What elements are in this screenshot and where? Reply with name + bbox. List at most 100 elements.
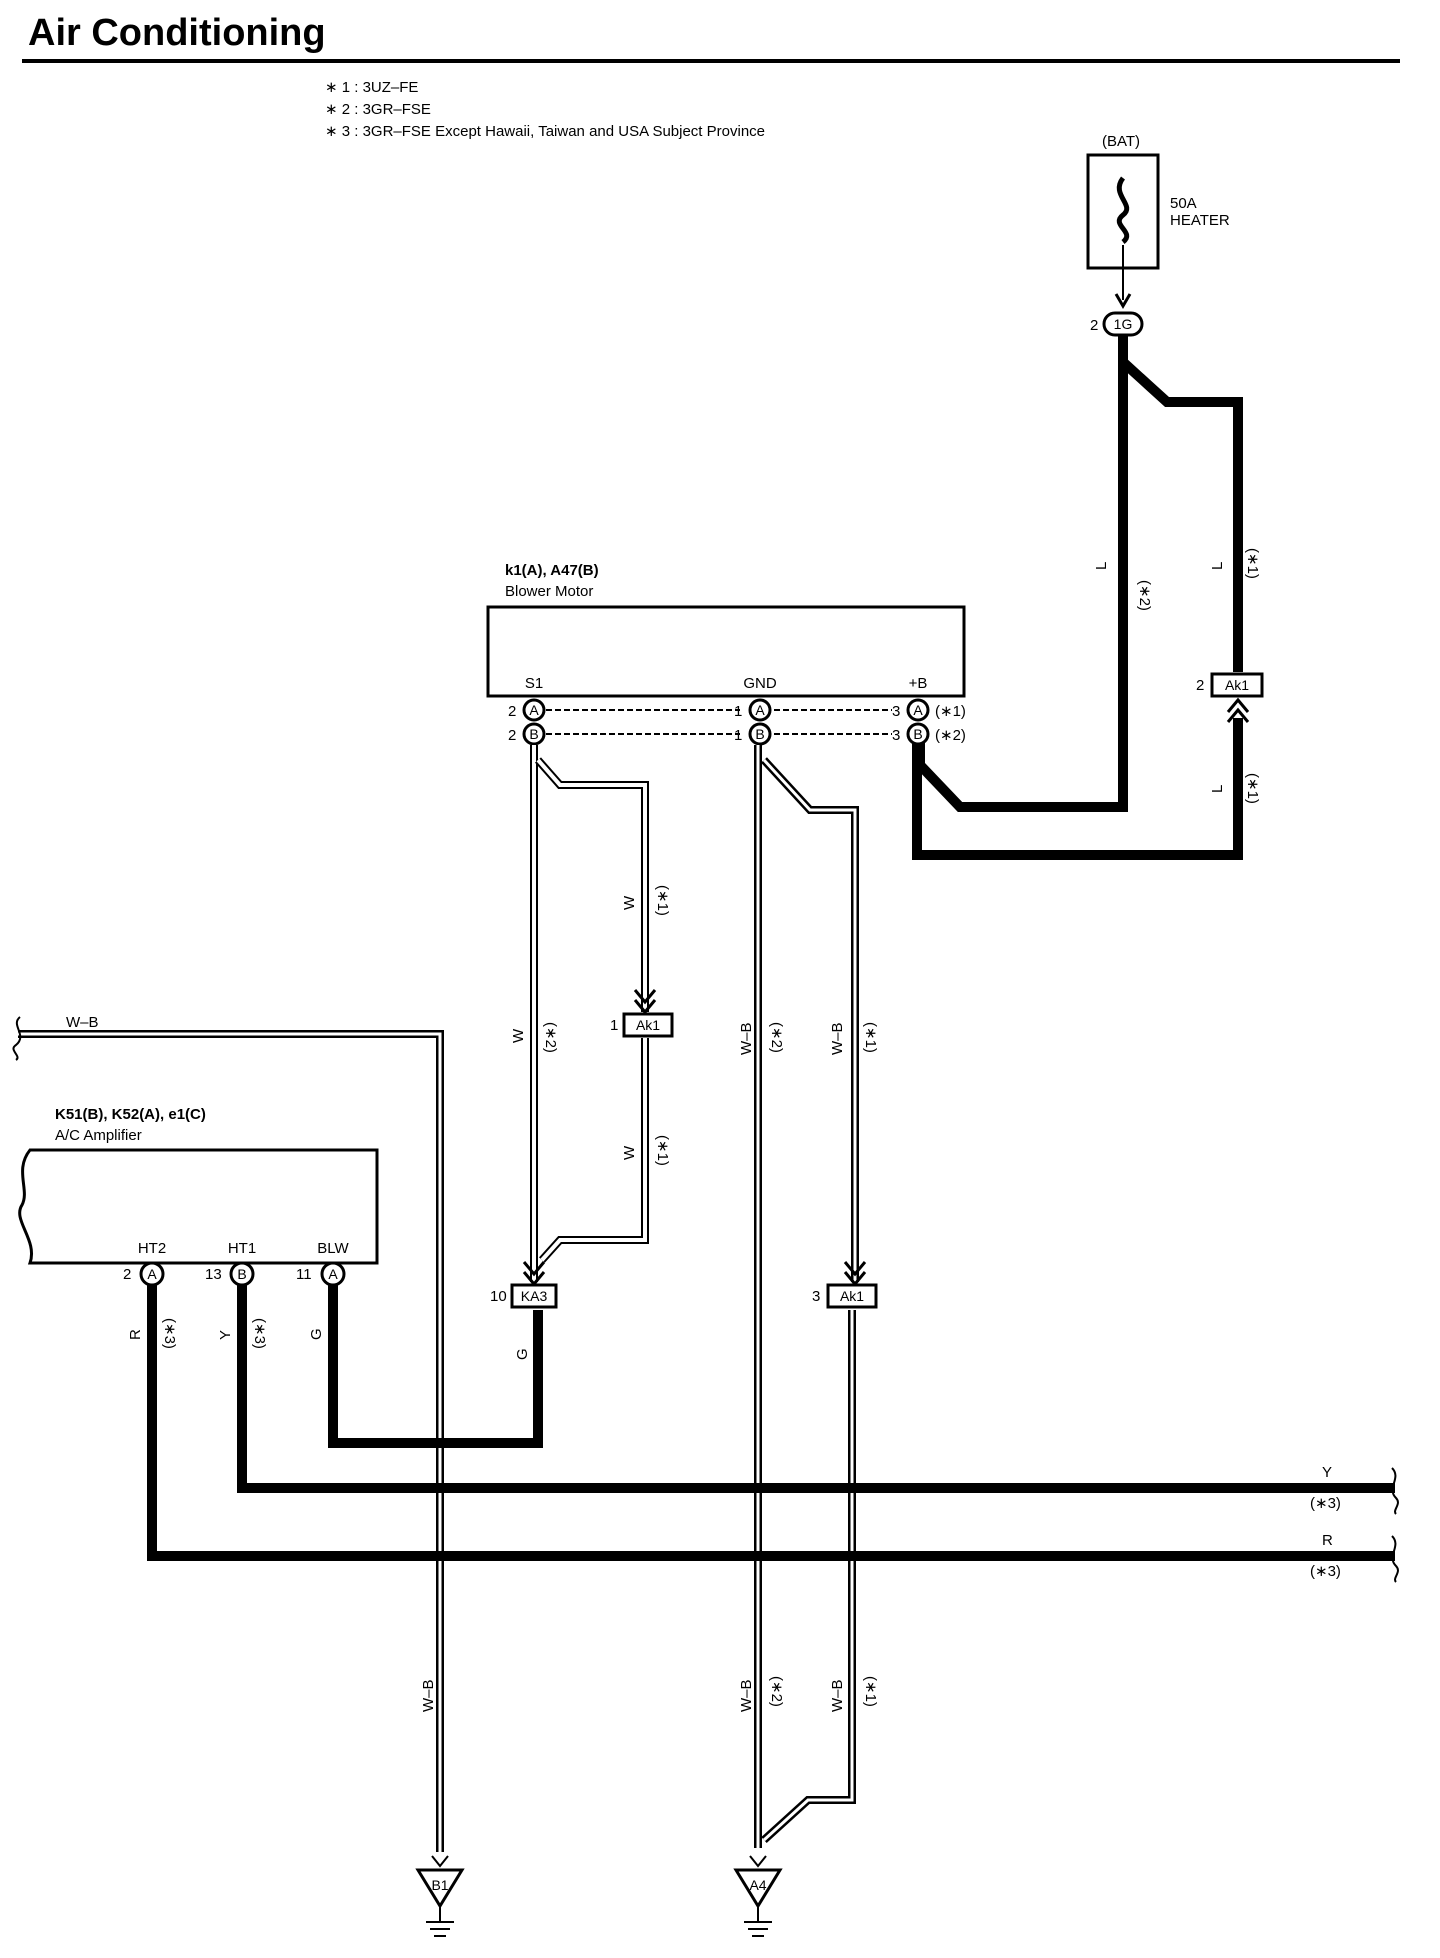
blower-conn-s1-a: A [522, 698, 546, 722]
blower-pin-gnd-a: 1 [734, 703, 742, 720]
blower-conn-pb-a-label: A [913, 702, 923, 718]
wire-variant-y: (∗3) [251, 1318, 268, 1349]
wire-l-variant1-upper [1119, 358, 1243, 672]
wire-variant-r-right: (∗3) [1310, 1563, 1341, 1580]
wire-wb-left [18, 1030, 444, 1852]
junction-ka3-pin: 10 [490, 1288, 507, 1305]
blower-conn-gnd-a-label: A [755, 702, 765, 718]
wire-break-r [1391, 1535, 1399, 1583]
amplifier-conn-ht2: A [139, 1261, 165, 1287]
wire-l-variant1-lower [912, 718, 1243, 860]
amplifier-id: K51(B), K52(A), e1(C) [55, 1106, 206, 1123]
blower-pin-s1-a: 2 [508, 703, 516, 720]
ground-b1: B1 [415, 1868, 465, 1937]
wire-r [147, 1285, 1395, 1561]
junction-ak1-a-pin: 2 [1196, 677, 1204, 694]
amplifier-pin-blw: 11 [296, 1266, 312, 1283]
fuse-header: (BAT) [1102, 133, 1140, 150]
blower-id: k1(A), A47(B) [505, 562, 599, 579]
junction-ak1-b [622, 1012, 674, 1038]
fuse-connector-label: 1G [1114, 316, 1133, 332]
blower-conn-pb-b: B [906, 722, 930, 746]
amplifier-conn-blw-label: A [328, 1266, 338, 1282]
blower-motor-box [486, 605, 966, 698]
fuse-connector [1102, 311, 1144, 337]
note-1: ∗ 1 : 3UZ–FE [325, 79, 418, 96]
wire-variant-l-2: (∗2) [1136, 580, 1153, 611]
wire-label-l-1: L [1209, 562, 1226, 570]
wire-label-y: Y [217, 1330, 234, 1340]
ground-a4: A4 [733, 1868, 783, 1937]
amplifier-conn-ht1: B [229, 1261, 255, 1287]
wire-variant-wb-1: (∗2) [768, 1022, 785, 1053]
wire-variant-l-1: (∗1) [1244, 548, 1261, 579]
wire-label-l-2: L [1093, 562, 1110, 570]
wire-g [328, 1285, 543, 1448]
blower-name: Blower Motor [505, 583, 593, 600]
wire-label-wb-3: W–B [738, 1679, 755, 1712]
blower-conn-s1-b: B [522, 722, 546, 746]
fuse-symbol [1116, 176, 1130, 244]
wire-variant-wb-4: (∗1) [862, 1676, 879, 1707]
wire-label-wb-1: W–B [738, 1022, 755, 1055]
junction-ak1-c-pin: 3 [812, 1288, 820, 1305]
blower-conn-pb-a: A [906, 698, 930, 722]
fuse-pin-number: 2 [1090, 317, 1098, 334]
wire-label-g-2: G [514, 1348, 531, 1360]
blower-conn-gnd-b: B [748, 722, 772, 746]
junction-ak1-b-pin: 1 [610, 1017, 618, 1034]
page-title: Air Conditioning [28, 12, 326, 54]
amplifier-terminal-blw: BLW [317, 1240, 349, 1257]
amplifier-conn-blw: A [320, 1261, 346, 1287]
note-3: ∗ 3 : 3GR–FSE Except Hawaii, Taiwan and … [325, 123, 765, 140]
blower-variant-a: (∗1) [935, 703, 966, 720]
wire-label-r: R [127, 1329, 144, 1340]
amplifier-name: A/C Amplifier [55, 1127, 142, 1144]
wire-label-wb-2: W–B [829, 1022, 846, 1055]
fuse-rating: 50A [1170, 195, 1197, 212]
blower-variant-b: (∗2) [935, 727, 966, 744]
wire-break-y [1391, 1467, 1399, 1515]
fuse-arrow [1114, 293, 1132, 309]
junction-ak1-b-label: Ak1 [636, 1017, 660, 1033]
wire-label-w-1: W [621, 895, 638, 910]
ak1-up-arrow [1226, 697, 1250, 723]
wire-variant-wb-3: (∗2) [768, 1676, 785, 1707]
blower-pin-pb-a: 3 [892, 703, 900, 720]
blower-pin-pb-b: 3 [892, 727, 900, 744]
blower-terminal-gnd: GND [743, 675, 777, 692]
amplifier-pin-ht1: 13 [205, 1266, 222, 1283]
junction-ka3 [510, 1283, 558, 1309]
wire-y [237, 1285, 1395, 1493]
wire-variant-w-2: (∗2) [542, 1022, 559, 1053]
blower-terminal-pb: +B [909, 675, 928, 692]
wire-label-w-2: W [510, 1028, 527, 1043]
wire-label-w-3: W [621, 1145, 638, 1160]
ground-b1-label: B1 [431, 1877, 448, 1893]
junction-ak1-a-label: Ak1 [1225, 677, 1249, 693]
blower-conn-s1-a-label: A [529, 702, 539, 718]
amplifier-box [18, 1148, 379, 1265]
blower-pin-gnd-b: 1 [734, 727, 742, 744]
ground-a4-label: A4 [749, 1877, 766, 1893]
amplifier-terminal-ht1: HT1 [228, 1240, 256, 1257]
blower-conn-gnd-a: A [748, 698, 772, 722]
ak1-b-arrow [633, 989, 657, 1015]
wire-variant-w-3: (∗1) [654, 1135, 671, 1166]
wire-variant-y-right: (∗3) [1310, 1495, 1341, 1512]
wire-variant-l-3: (∗1) [1244, 773, 1261, 804]
wire-variant-r: (∗3) [161, 1318, 178, 1349]
blower-conn-s1-b-label: B [529, 726, 538, 742]
ground-a4-arrow [749, 1855, 767, 1868]
wire-variant-wb-2: (∗1) [862, 1022, 879, 1053]
amplifier-terminal-ht2: HT2 [138, 1240, 166, 1257]
wire-label-r-right: R [1322, 1532, 1333, 1549]
wire-break-left [12, 1016, 22, 1061]
wire-w-variant1 [534, 757, 649, 1263]
junction-ka3-label: KA3 [521, 1288, 548, 1304]
blower-terminal-s1: S1 [525, 675, 543, 692]
wire-label-wb-left: W–B [66, 1014, 99, 1031]
amplifier-pin-ht2: 2 [123, 1266, 131, 1283]
blower-conn-pb-b-label: B [913, 726, 922, 742]
